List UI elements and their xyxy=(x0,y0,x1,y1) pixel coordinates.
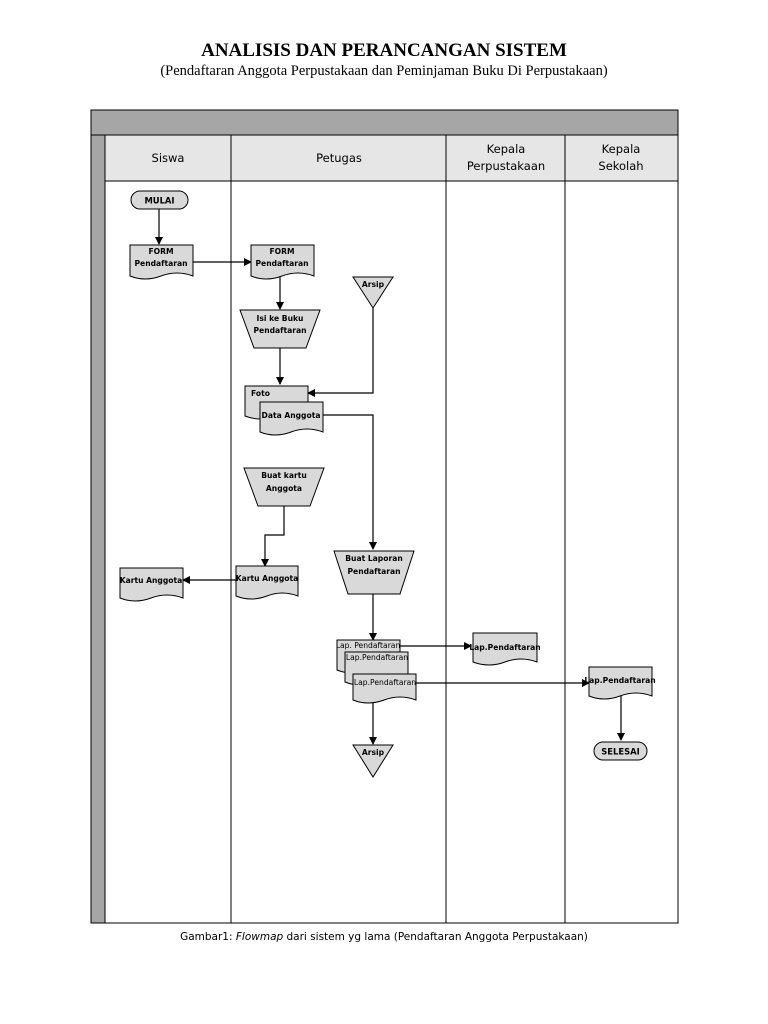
operation-label: Isi ke Buku xyxy=(257,314,304,323)
lap-pendaftaran-document-3: Lap.Pendaftaran xyxy=(352,673,417,704)
connector xyxy=(323,414,377,550)
operation-label: Anggota xyxy=(266,484,302,493)
storage-label: Arsip xyxy=(362,280,385,289)
page-subtitle: (Pendaftaran Anggota Perpustakaan dan Pe… xyxy=(160,63,608,79)
document-label: Lap.Pendaftaran xyxy=(584,676,655,685)
arsip-top-storage: Arsip xyxy=(352,276,394,309)
kartu-anggota-siswa-document: Kartu Anggota xyxy=(119,567,184,602)
document-label: Foto xyxy=(251,389,270,398)
caption-suffix: dari sistem yg lama (Pendaftaran Anggota… xyxy=(283,931,588,943)
lap-pendaftaran-kepala-perpustakaan-document: Lap.Pendaftaran xyxy=(469,632,541,666)
connector xyxy=(307,308,374,397)
document-label: Kartu Anggota xyxy=(236,574,299,583)
document-label: Pendaftaran xyxy=(134,259,187,268)
lane-header-kepala-sekolah-line2: Sekolah xyxy=(598,159,643,173)
figure-caption: Gambar1: Flowmap dari sistem yg lama (Pe… xyxy=(0,931,768,943)
caption-prefix: Gambar1: xyxy=(180,931,236,943)
lap-pendaftaran-kepala-sekolah-document: Lap.Pendaftaran xyxy=(584,666,656,700)
buat-laporan-pendaftaran-manual-operation: Buat Laporan Pendaftaran xyxy=(333,550,415,595)
form-pendaftaran-petugas-document: FORM Pendaftaran xyxy=(250,244,315,280)
page-title: ANALISIS DAN PERANCANGAN SISTEM xyxy=(201,40,567,61)
document-label: Lap. Pendaftaran xyxy=(336,641,401,650)
lane-header-kepala-perpustakaan-line1: Kepala xyxy=(487,142,526,156)
operation-label: Buat kartu xyxy=(261,471,307,480)
storage-label: Arsip xyxy=(362,748,385,757)
buat-kartu-anggota-manual-operation: Buat kartu Anggota xyxy=(243,467,325,507)
end-terminator: SELESAI xyxy=(593,741,648,761)
lane-header-siswa: Siswa xyxy=(152,151,185,165)
document-label: FORM xyxy=(148,247,173,256)
top-band xyxy=(90,109,679,136)
document-label: Lap.Pendaftaran xyxy=(354,678,416,687)
lane-header-kepala-sekolah-line1: Kepala xyxy=(602,142,641,156)
arsip-bottom-storage: Arsip xyxy=(352,744,394,778)
operation-label: Buat Laporan xyxy=(345,554,402,563)
connector xyxy=(261,506,285,567)
document-label: Pendaftaran xyxy=(255,259,308,268)
lane-header-petugas: Petugas xyxy=(316,151,362,165)
start-terminator: MULAI xyxy=(130,190,189,210)
lane-header-kepala-perpustakaan-line2: Perpustakaan xyxy=(467,159,545,173)
document-label: FORM xyxy=(269,247,294,256)
isi-buku-pendaftaran-manual-operation: Isi ke Buku Pendaftaran xyxy=(239,309,321,349)
lane-header-row xyxy=(104,134,679,182)
caption-italic: Flowmap xyxy=(235,931,284,943)
data-anggota-document: Data Anggota xyxy=(259,401,324,436)
operation-label: Pendaftaran xyxy=(253,326,306,335)
diagram-frame xyxy=(90,109,679,924)
form-pendaftaran-siswa-document: FORM Pendaftaran xyxy=(129,244,194,280)
document-label: Lap.Pendaftaran xyxy=(469,643,540,652)
document-label: Kartu Anggota xyxy=(120,576,183,585)
document-label: Lap.Pendaftaran xyxy=(346,653,408,662)
left-band xyxy=(90,134,106,924)
start-label: MULAI xyxy=(144,196,174,206)
kartu-anggota-petugas-document: Kartu Anggota xyxy=(235,565,299,600)
operation-label: Pendaftaran xyxy=(347,567,400,576)
end-label: SELESAI xyxy=(601,747,639,757)
document-label: Data Anggota xyxy=(262,411,321,420)
